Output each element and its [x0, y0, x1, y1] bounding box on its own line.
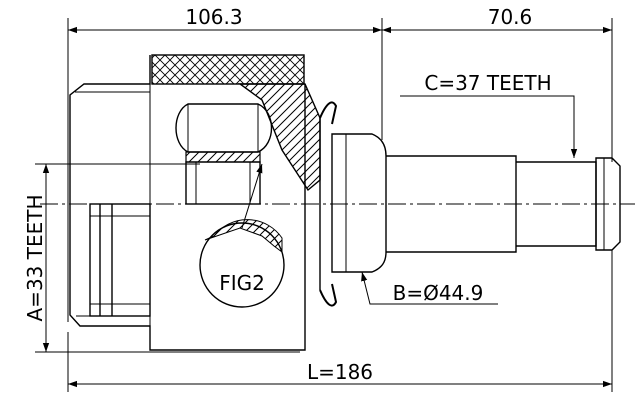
housing-section: [237, 83, 321, 192]
dim-diameter: B=Ø44.9: [393, 281, 484, 305]
extension-lines: [35, 18, 613, 392]
dimension-lines: [42, 26, 612, 388]
boot-band: [151, 54, 305, 85]
dim-top-right: 70.6: [488, 5, 533, 29]
fig-label: FIG2: [219, 271, 265, 295]
leaders: [241, 95, 578, 305]
dim-spline-teeth: C=37 TEETH: [424, 71, 551, 95]
tripod-roller: [175, 103, 273, 205]
boot-flange: [304, 84, 338, 307]
dim-length: L=186: [307, 360, 373, 384]
dim-top-left: 106.3: [185, 5, 242, 29]
fig2-detail: [199, 219, 285, 308]
stub-shaft: [386, 155, 621, 253]
inner-spline: [89, 203, 151, 317]
shaft-neck: [331, 133, 387, 273]
dim-inner-teeth: A=33 TEETH: [23, 195, 47, 322]
